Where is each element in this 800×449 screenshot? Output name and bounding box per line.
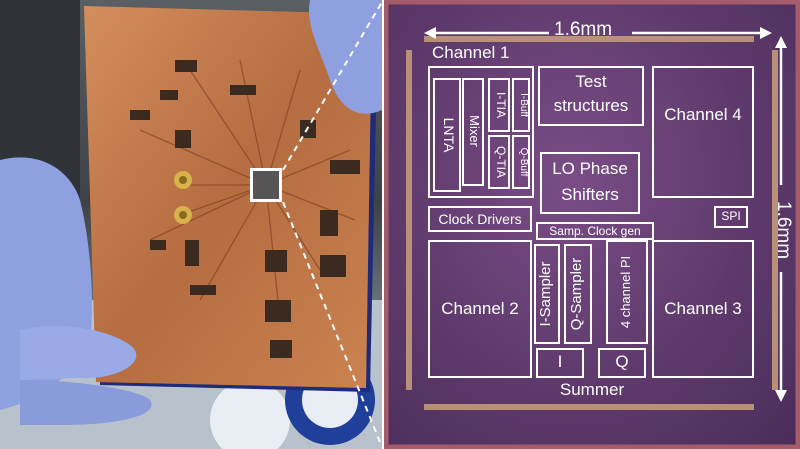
die-pads bbox=[384, 0, 800, 449]
height-dimension-label: 1.6mm bbox=[773, 201, 794, 260]
channel2-block bbox=[428, 240, 532, 378]
summer-label: Summer bbox=[559, 380, 625, 399]
spi-block bbox=[714, 206, 748, 228]
channel3-block bbox=[652, 240, 754, 378]
die-micrograph: 1.6mm 1.6mm Channel 1 LNTA Mixer I-TIA Q… bbox=[384, 0, 800, 449]
q-tia-block bbox=[488, 135, 510, 189]
test-structures-block bbox=[538, 66, 644, 126]
clock-drivers-label: Clock Drivers bbox=[438, 211, 522, 227]
q-sampler-label: Q-Sampler bbox=[568, 257, 585, 331]
spi-label: SPI bbox=[721, 209, 741, 223]
dimension-arrows bbox=[424, 27, 787, 402]
four-channel-pi-block bbox=[606, 240, 648, 344]
right-glove bbox=[309, 0, 382, 114]
q-buff-block bbox=[512, 135, 530, 189]
samp-clock-gen-label: Samp. Clock gen bbox=[549, 224, 641, 238]
mixer-block bbox=[462, 78, 484, 186]
i-tia-label: I-TIA bbox=[494, 92, 508, 118]
q-output-block bbox=[598, 348, 646, 378]
chip bbox=[253, 171, 279, 199]
four-channel-pi-label: 4 channel PI bbox=[618, 255, 633, 329]
zoom-line-bottom bbox=[282, 201, 382, 448]
channel4-label: Channel 4 bbox=[664, 105, 742, 124]
channel4-block bbox=[652, 66, 754, 198]
channel1-label: Channel 1 bbox=[432, 43, 510, 62]
i-sampler-label: I-Sampler bbox=[537, 261, 554, 327]
channel2-label: Channel 2 bbox=[441, 299, 519, 318]
i-buff-block bbox=[512, 78, 530, 132]
width-dimension-label: 1.6mm bbox=[554, 19, 613, 40]
lo-phase-label-line1: LO Phase bbox=[552, 159, 628, 178]
i-output-block bbox=[536, 348, 584, 378]
i-sampler-block bbox=[534, 244, 560, 344]
samp-clock-gen-block bbox=[536, 222, 654, 240]
lo-phase-label-line2: Shifters bbox=[561, 185, 619, 204]
clock-drivers-block bbox=[428, 206, 532, 232]
lnta-label: LNTA bbox=[441, 117, 457, 153]
mixer-label: Mixer bbox=[467, 115, 482, 147]
test-structures-label-line2: structures bbox=[553, 96, 629, 115]
i-tia-block bbox=[488, 78, 510, 132]
pcb-photo bbox=[0, 0, 382, 449]
q-sampler-block bbox=[564, 244, 592, 344]
channel3-label: Channel 3 bbox=[664, 299, 742, 318]
q-output-label: Q bbox=[615, 352, 629, 371]
lo-phase-shifters-block bbox=[540, 152, 640, 214]
i-output-label: I bbox=[557, 352, 563, 371]
pcb-photo-drawing bbox=[0, 0, 382, 449]
channel1-block bbox=[428, 66, 534, 198]
q-buff-label: Q-Buff bbox=[518, 147, 529, 177]
test-structures-label-line1: Test bbox=[575, 72, 607, 91]
lnta-block bbox=[433, 78, 461, 192]
i-buff-label: I-Buff bbox=[518, 93, 529, 117]
q-tia-label: Q-TIA bbox=[494, 146, 508, 178]
